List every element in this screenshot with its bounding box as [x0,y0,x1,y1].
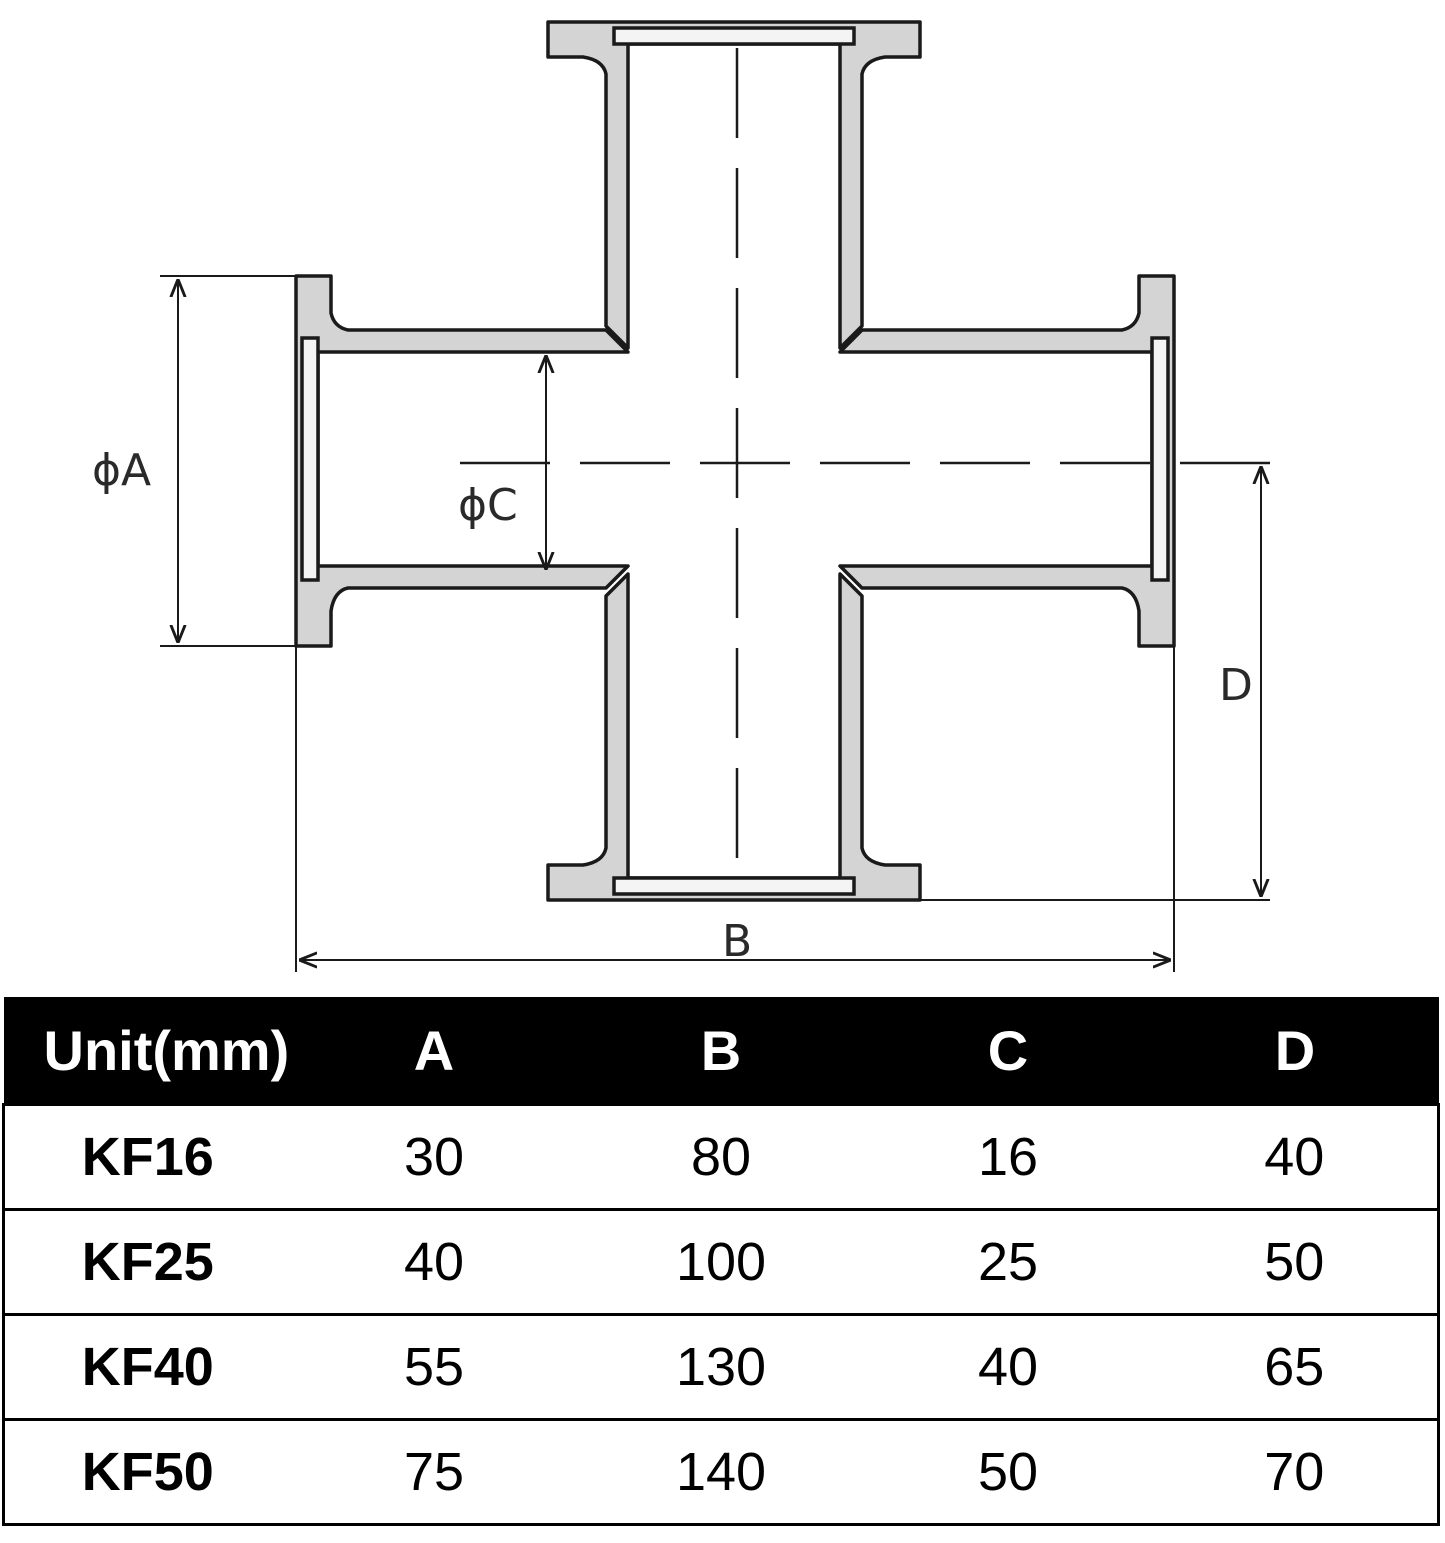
label-phi-c: ϕC [458,480,518,531]
table-row: KF16 30 80 16 40 [2,1103,1440,1210]
label-d: D [1219,660,1253,711]
header-c: C [864,997,1152,1105]
cell-d: 50 [1151,1208,1440,1315]
cell-c: 16 [864,1103,1152,1210]
header-a: A [290,997,578,1105]
cell-c: 50 [864,1418,1152,1526]
cell-b: 100 [577,1208,865,1315]
cell-d: 70 [1151,1418,1440,1526]
bottom-gasket-face [612,876,856,896]
bottom-flange [546,572,922,902]
header-b: B [577,997,865,1105]
cell-d: 65 [1151,1313,1440,1420]
cell-a: 75 [290,1418,578,1526]
table-row: KF50 75 140 50 70 [2,1418,1440,1526]
label-phi-a: ϕA [92,445,151,496]
dimension-table: Unit(mm) A B C D KF16 30 80 16 40 KF25 4… [2,997,1440,1526]
cell-d: 40 [1151,1103,1440,1210]
row-model: KF50 [2,1418,291,1526]
row-model: KF16 [2,1103,291,1210]
header-unit: Unit(mm) [3,997,291,1105]
cell-c: 25 [864,1208,1152,1315]
left-gasket-face [300,336,320,582]
right-gasket-face [1150,336,1170,582]
right-flange [838,274,1176,648]
cell-b: 140 [577,1418,865,1526]
cell-a: 40 [290,1208,578,1315]
cell-a: 30 [290,1103,578,1210]
table-header-row: Unit(mm) A B C D [3,997,1439,1105]
cell-b: 80 [577,1103,865,1210]
top-flange [546,20,922,350]
label-b: B [722,916,752,967]
header-d: D [1151,997,1439,1105]
left-flange [294,274,630,648]
row-model: KF25 [2,1208,291,1315]
row-model: KF40 [2,1313,291,1420]
table-row: KF25 40 100 25 50 [2,1208,1440,1315]
cross-fitting-drawing: ϕA ϕC D B [92,20,1270,972]
cell-c: 40 [864,1313,1152,1420]
table-row: KF40 55 130 40 65 [2,1313,1440,1420]
cell-a: 55 [290,1313,578,1420]
top-gasket-face [612,26,856,46]
cell-b: 130 [577,1313,865,1420]
